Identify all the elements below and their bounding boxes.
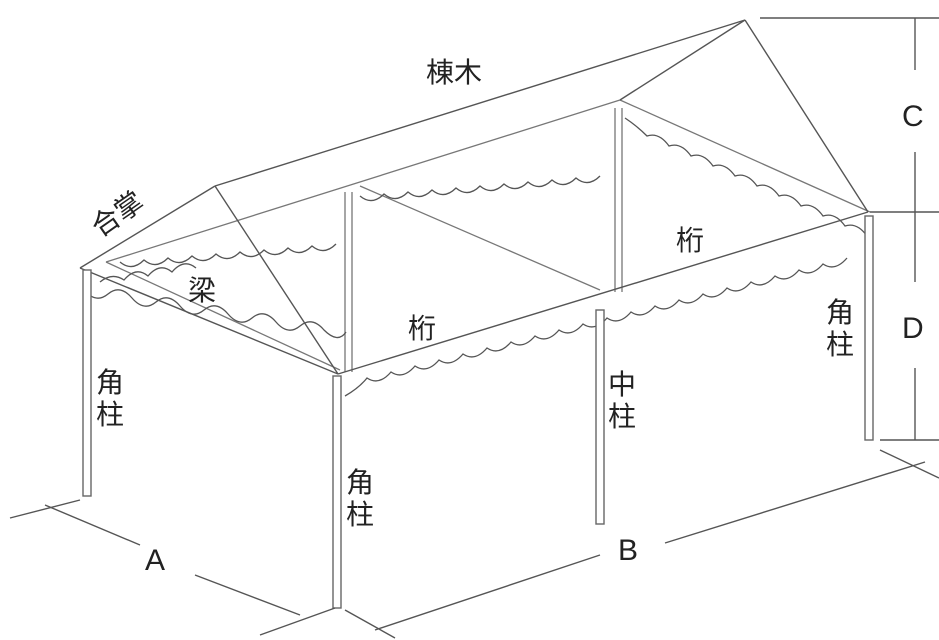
dimension-c: C (902, 100, 924, 133)
ridge-label: 棟木 (426, 56, 482, 89)
purlin-back-label: 桁 (676, 224, 704, 257)
corner-post-left-char1: 角 (96, 366, 124, 399)
purlin-front-label: 桁 (408, 312, 436, 345)
dimension-d: D (902, 312, 924, 345)
dimension-a: A (145, 544, 165, 577)
post-left (82, 269, 92, 497)
post-right (864, 215, 874, 441)
posts (82, 215, 874, 609)
inner-frame (105, 99, 871, 372)
corner-post-left-label: 角 柱 (96, 366, 124, 431)
dimension-lines (9, 17, 939, 639)
roof-outline (79, 19, 869, 375)
post-front-corner (332, 375, 342, 609)
ridge-line (214, 19, 746, 187)
corner-post-front-char2: 柱 (346, 498, 374, 531)
beam-label: 梁 (188, 274, 216, 307)
rafter-label: 合掌 (85, 185, 150, 244)
corner-post-right-char1: 角 (826, 296, 854, 329)
corner-post-right-char2: 柱 (826, 328, 854, 361)
dimension-b: B (618, 534, 638, 567)
corner-post-front-char1: 角 (346, 466, 374, 499)
middle-post-char2: 柱 (608, 400, 636, 433)
corner-post-right-label: 角 柱 (826, 296, 854, 361)
valance-front (83, 117, 868, 397)
middle-post-label: 中 柱 (608, 368, 636, 433)
corner-post-left-char2: 柱 (96, 398, 124, 431)
corner-post-front-label: 角 柱 (346, 466, 374, 531)
middle-post-char1: 中 (608, 368, 636, 401)
post-middle (595, 309, 605, 525)
